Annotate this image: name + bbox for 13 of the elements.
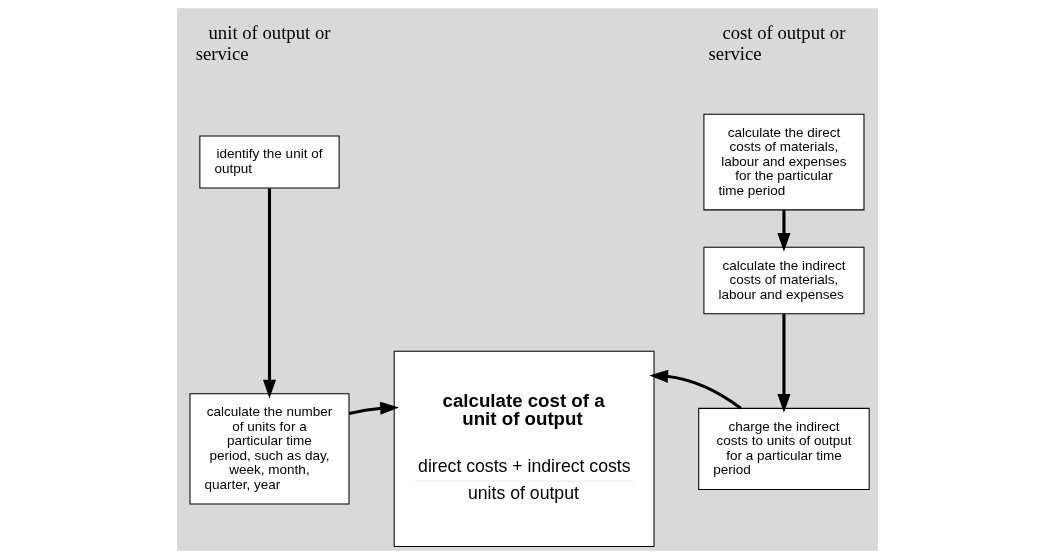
node-box: calculate the direct costs of materials, labour and expenses for the particular time period [702,113,864,211]
arrow [776,314,790,413]
arrow [348,401,399,415]
arrow [648,369,742,410]
label: unit of output or service [195,21,330,64]
arrow [776,210,790,252]
arrow [262,188,276,399]
node-box: calculate the number of units for a particular time period, such as day, week, month, quarter, year [188,393,349,505]
node-box: calculate cost of a unit of output direct costs + indirect costs units of output [393,350,655,548]
label: cost of output or service [708,21,845,64]
node-box: charge the indirect costs to units of output for a particular time period [697,407,870,490]
node-box: calculate the indirect costs of materials, labour and expenses [702,246,864,315]
node-box: identify the unit of output [198,135,340,189]
